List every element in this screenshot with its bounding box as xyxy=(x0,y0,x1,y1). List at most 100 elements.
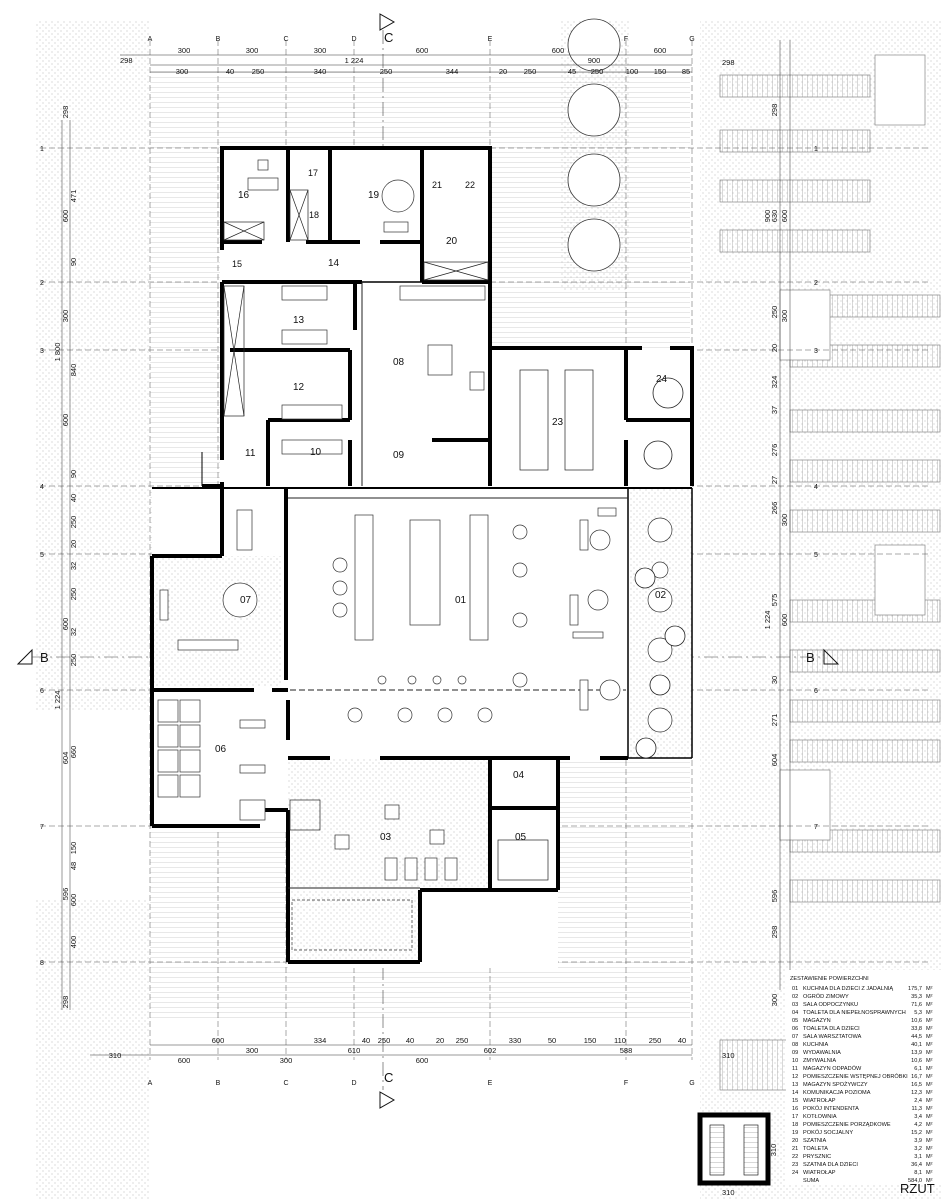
dim-text: 48 xyxy=(69,862,78,870)
round-planters xyxy=(567,18,621,272)
dim-text: 630 xyxy=(770,210,779,223)
grid-row-label: 6 xyxy=(814,688,818,695)
dim-text: 276 xyxy=(770,444,779,457)
legend-item-number: 02 xyxy=(792,994,798,1000)
dim-text: 250 xyxy=(380,67,393,76)
legend-item-name: WYDAWALNIA xyxy=(803,1050,841,1056)
dim-text: 300 xyxy=(176,67,189,76)
legend-item-area: 5,3 xyxy=(914,1010,922,1016)
legend-item-unit: M² xyxy=(926,986,933,992)
legend-item-name: POMIESZCZENIE WSTĘPNEJ OBRÓBKI xyxy=(803,1073,908,1080)
section-mark-c-bottom: C xyxy=(384,1070,393,1085)
dim-text-total: 1 224 xyxy=(53,691,62,710)
legend-item-unit: M² xyxy=(926,1002,933,1008)
dim-text: 85 xyxy=(682,67,690,76)
room-label-20: 20 xyxy=(446,236,458,247)
room-label-17: 17 xyxy=(308,168,318,178)
legend-item-number: 16 xyxy=(792,1106,798,1112)
dim-text: 250 xyxy=(69,654,78,667)
legend-item-area: 4,2 xyxy=(914,1122,922,1128)
legend-item-unit: M² xyxy=(926,1098,933,1104)
dim-text: 600 xyxy=(61,210,70,223)
dim-text: 344 xyxy=(446,67,459,76)
room-label-16: 16 xyxy=(238,190,250,201)
legend-item-number: 07 xyxy=(792,1034,798,1040)
legend-item-area: 16,7 xyxy=(911,1074,922,1080)
legend-item-number: 21 xyxy=(792,1146,798,1152)
room-label-04: 04 xyxy=(513,770,525,781)
legend-item-area: 12,3 xyxy=(911,1090,922,1096)
room-label-24: 24 xyxy=(656,374,668,385)
legend-item-area: 8,1 xyxy=(914,1170,922,1176)
legend-item-unit: M² xyxy=(926,1026,933,1032)
legend-item-name: SUMA xyxy=(803,1178,819,1184)
legend-item-name: POMIESZCZENIE PORZĄDKOWE xyxy=(803,1122,891,1128)
dim-text: 610 xyxy=(348,1046,361,1055)
room-label-11: 11 xyxy=(245,448,256,459)
legend-item-unit: M² xyxy=(926,1154,933,1160)
dim-text: 37 xyxy=(770,406,779,414)
room-label-05: 05 xyxy=(515,832,527,843)
dim-text: 30 xyxy=(770,676,779,684)
legend-item-unit: M² xyxy=(926,1178,933,1184)
legend-item-number: 17 xyxy=(792,1114,798,1120)
legend-item-area: 33,8 xyxy=(911,1026,922,1032)
dim-text: 300 xyxy=(246,1046,259,1055)
dim-text: 271 xyxy=(770,714,779,727)
grid-col-label: D xyxy=(351,1080,356,1087)
dim-text: 298 xyxy=(61,106,70,119)
legend-item-unit: M² xyxy=(926,1074,933,1080)
room-label-01: 01 xyxy=(455,595,467,606)
dimension-texts-bottom: 600 300 334 40 250 40 20 250 330 50 150 … xyxy=(109,1036,686,1065)
room-labels: 01 02 03 04 05 06 07 08 09 10 11 12 13 1… xyxy=(215,168,668,843)
section-mark-b-left: B xyxy=(40,650,49,665)
room-label-06: 06 xyxy=(215,744,227,755)
dim-text: 40 xyxy=(69,494,78,502)
dim-text: 334 xyxy=(314,1036,327,1045)
grid-row-label: 8 xyxy=(40,960,44,967)
legend-item-name: WIATROŁAP xyxy=(803,1098,836,1104)
dim-text: 300 xyxy=(780,514,789,527)
legend-item-area: 584,0 xyxy=(908,1178,922,1184)
dim-text: 600 xyxy=(69,894,78,907)
dim-text-total: 1 224 xyxy=(345,56,364,65)
dim-text: 600 xyxy=(780,210,789,223)
room-label-02: 02 xyxy=(655,590,667,601)
grid-row-label: 3 xyxy=(814,348,818,355)
dim-text: 250 xyxy=(378,1036,391,1045)
legend-item-name: WIATROŁAP xyxy=(803,1170,836,1176)
legend-item-name: OGRÓD ZIMOWY xyxy=(803,993,849,1000)
dim-text: 300 xyxy=(61,310,70,323)
dim-text: 20 xyxy=(499,67,507,76)
room-label-08: 08 xyxy=(393,357,405,368)
legend-item-area: 2,4 xyxy=(914,1098,922,1104)
dim-text: 250 xyxy=(591,67,604,76)
dim-text: 600 xyxy=(61,414,70,427)
legend-item-area: 35,3 xyxy=(911,994,922,1000)
dim-text: 90 xyxy=(69,470,78,478)
legend-item-area: 3,9 xyxy=(914,1138,922,1144)
legend-item-unit: M² xyxy=(926,1034,933,1040)
dim-text: 45 xyxy=(568,67,576,76)
dim-text: 250 xyxy=(456,1036,469,1045)
legend-item-unit: M² xyxy=(926,1042,933,1048)
legend-item-unit: M² xyxy=(926,1122,933,1128)
room-label-19: 19 xyxy=(368,190,380,201)
dim-text: 300 xyxy=(770,994,779,1007)
legend-item-area: 16,5 xyxy=(911,1082,922,1088)
legend-item-area: 10,6 xyxy=(911,1058,922,1064)
legend-item-number: 04 xyxy=(792,1010,798,1016)
legend-item-unit: M² xyxy=(926,1058,933,1064)
legend-item-number: 22 xyxy=(792,1154,798,1160)
legend-item-name: MAGAZYN ODPADÓW xyxy=(803,1065,862,1072)
legend-item-number: 06 xyxy=(792,1026,798,1032)
dim-text: 596 xyxy=(61,888,70,901)
dim-text: 600 xyxy=(212,1036,225,1045)
legend-item-area: 3,2 xyxy=(914,1146,922,1152)
dimension-texts-right: 298 298 630 600 900 250 300 20 324 37 27… xyxy=(722,58,789,1197)
dim-text: 298 xyxy=(770,104,779,117)
dim-text: 32 xyxy=(69,562,78,570)
legend-item-number: 08 xyxy=(792,1042,798,1048)
grid-col-label: E xyxy=(488,36,493,43)
